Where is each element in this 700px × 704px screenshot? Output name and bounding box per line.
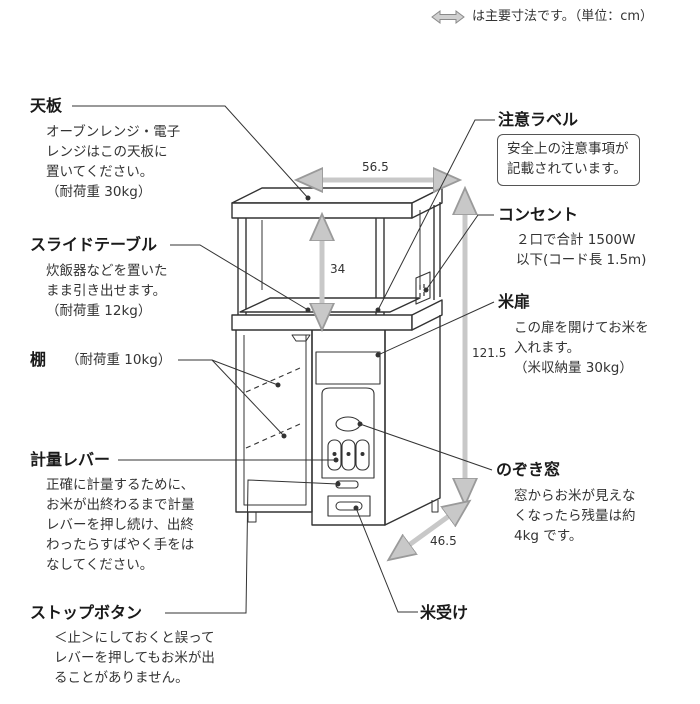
label-shelf-title: 棚 [30, 350, 47, 369]
label-slide-table-desc: 炊飯器などを置いた まま引き出せます。 （耐荷重 12kg） [46, 263, 168, 319]
cabinet [231, 187, 443, 526]
label-rice-door-title: 米扉 [498, 292, 531, 311]
dimension-arrows [308, 180, 465, 553]
peek-window [335, 416, 361, 432]
leader-lines [72, 105, 495, 614]
label-top-board-desc: オーブンレンジ・電子 レンジはこの天板に 置いてください。 （耐荷重 30kg） [46, 124, 181, 200]
label-caution-title: 注意ラベル [498, 110, 579, 129]
dimension-depth: 46.5 [430, 534, 457, 548]
label-rice-door-desc: この扉を開けてお米を 入れます。 （米収納量 30kg） [514, 320, 649, 376]
label-outlet-title: コンセント [498, 205, 579, 224]
legend-note: は主要寸法です。（単位：cm） [472, 9, 654, 24]
label-top-board-title: 天板 [30, 96, 63, 115]
label-outlet-desc: ２口で合計 1500W 以下(コード長 1.5m) [516, 232, 647, 268]
outlet-shape [415, 271, 431, 305]
label-shelf-desc: （耐荷重 10kg） [66, 352, 172, 368]
label-caution-desc: 安全上の注意事項が 記載されています。 [507, 141, 629, 177]
top-board [231, 187, 443, 204]
leader-dots [275, 195, 429, 511]
label-lever-title: 計量レバー [30, 450, 111, 469]
label-rice-receiver-title: 米受け [420, 603, 469, 622]
dimension-inner-height: 34 [330, 262, 346, 276]
label-stop-button-desc: ＜止＞にしておくと誤って レバーを押してもお米が出 ることがありません。 [54, 630, 215, 686]
hidden-shelves [245, 367, 301, 449]
dimension-width: 56.5 [362, 160, 389, 174]
rice-door [315, 351, 381, 385]
label-slide-table-title: スライドテーブル [30, 235, 158, 254]
rice-receiver [327, 495, 371, 517]
slide-table-surface [239, 297, 421, 313]
label-peek-window-title: のぞき窓 [496, 460, 561, 479]
label-lever-desc: 正確に計量するために、 お米が出終わるまで計量 レバーを押し続け、出終 わったら… [46, 477, 195, 573]
dimension-height: 121.5 [472, 346, 507, 360]
label-peek-window-desc: 窓からお米が見えな くなったら残量は約 4kg です。 [514, 488, 636, 544]
legend-arrow-icon [431, 10, 465, 24]
label-stop-button-title: ストップボタン [30, 603, 143, 622]
caution-label-box [497, 134, 640, 186]
